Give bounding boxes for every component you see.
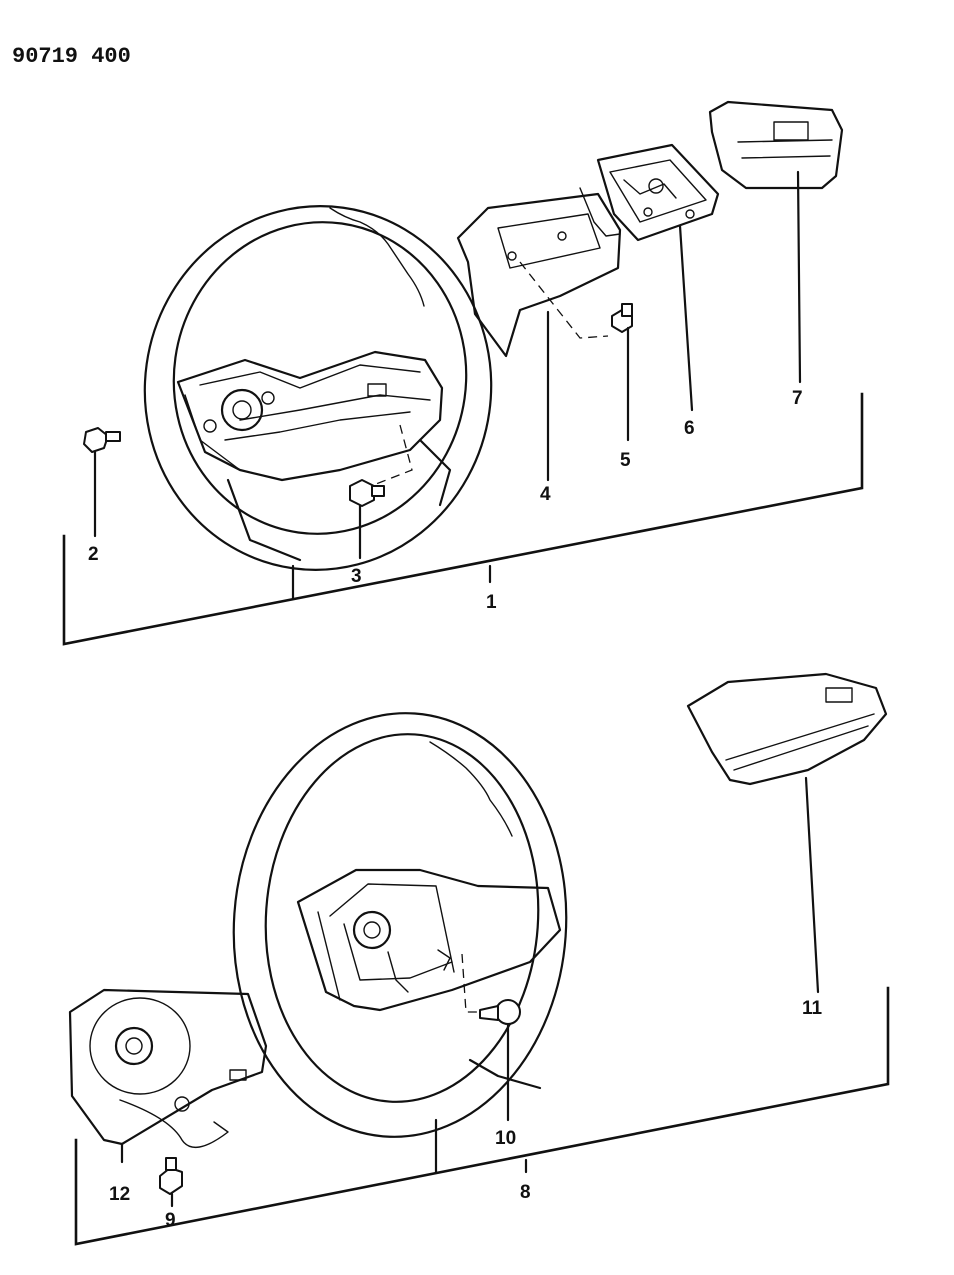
screw-5: 5 [611,303,633,471]
callout-6: 6 [684,418,695,439]
bracket-8: 8 [74,986,890,1246]
bolt-2: 2 [83,427,121,565]
callout-1: 1 [486,592,497,613]
bolt-10: 10 [479,999,521,1149]
nut-3: 3 [349,479,385,587]
callout-2: 2 [88,544,99,565]
callout-8: 8 [520,1182,531,1203]
document-id: 90719 400 [12,44,131,69]
lower-assembly: 10 11 12 9 [68,672,890,1246]
horn-switch-6: 6 [579,143,720,439]
callout-11: 11 [802,998,823,1019]
bracket-1: 1 [62,392,864,646]
callout-4: 4 [540,484,551,505]
callout-12: 12 [109,1184,130,1205]
horn-pad-7: 7 [708,100,844,409]
back-cover-12: 12 [68,988,268,1205]
steering-wheel-lower [232,712,568,1138]
horn-pad-11: 11 [686,672,888,1019]
steering-wheel-upper [143,205,493,571]
pad-cover-4: 4 [456,192,622,505]
bolt-9: 9 [159,1157,183,1231]
callout-10: 10 [495,1128,516,1149]
callout-3: 3 [351,566,362,587]
callout-5: 5 [620,450,631,471]
callout-7: 7 [792,388,803,409]
callout-9: 9 [165,1210,176,1231]
upper-assembly: 2 3 4 5 [62,100,864,646]
